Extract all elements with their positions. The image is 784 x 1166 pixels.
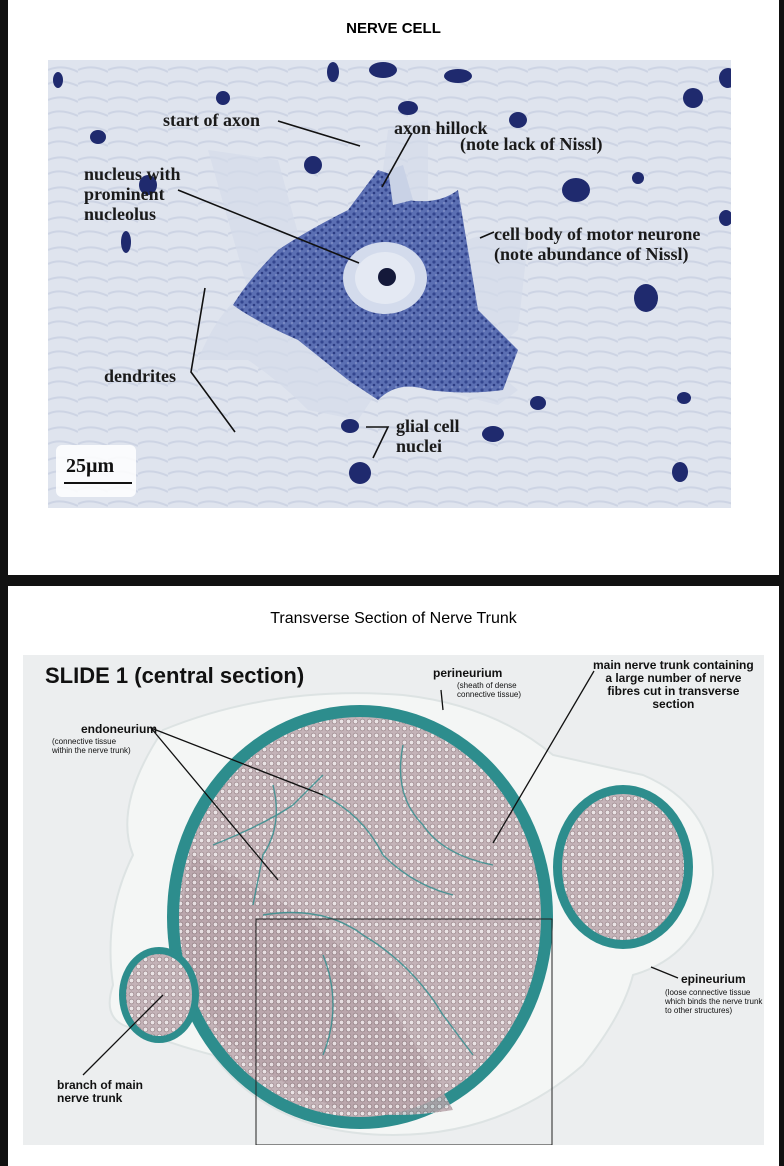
- nerve-trunk-micrograph: SLIDE 1 (central section) perineurium (s…: [23, 655, 764, 1145]
- label-dendrites: dendrites: [104, 366, 176, 386]
- scale-bar-line: [64, 482, 132, 484]
- scale-bar: 25µm: [56, 445, 136, 497]
- label-epineurium-note: (loose connective tissue which binds the…: [665, 988, 763, 1015]
- label-start-of-axon: start of axon: [163, 110, 260, 130]
- label-perineurium: perineurium: [433, 666, 503, 680]
- nerve-cell-panel: NERVE CELL: [8, 0, 779, 575]
- label-endoneurium: endoneurium: [81, 722, 158, 736]
- label-epineurium: epineurium: [681, 972, 746, 986]
- nerve-cell-micrograph: start of axon axon hillock (note lack of…: [48, 60, 731, 508]
- label-note-lack-of-nissl: (note lack of Nissl): [460, 134, 603, 154]
- nerve-trunk-panel: Transverse Section of Nerve Trunk: [8, 586, 779, 1166]
- label-perineurium-note: (sheath of dense connective tissue): [457, 681, 522, 699]
- label-nucleus: nucleus with prominent nucleolus: [84, 164, 181, 224]
- label-main-trunk: main nerve trunk containing a large numb…: [593, 658, 754, 711]
- nerve-trunk-title: Transverse Section of Nerve Trunk: [270, 610, 517, 627]
- nerve-cell-title: NERVE CELL: [346, 20, 441, 37]
- slide-title: SLIDE 1 (central section): [45, 663, 305, 688]
- label-axon-hillock: axon hillock: [394, 118, 488, 138]
- nerve-cell-image: [48, 60, 731, 508]
- label-branch: branch of main nerve trunk: [57, 1078, 144, 1105]
- label-note-abundance-of-nissl: (note abundance of Nissl): [494, 244, 689, 264]
- scale-bar-label: 25µm: [66, 455, 115, 477]
- label-glial-cell-nuclei: glial cell nuclei: [396, 416, 460, 456]
- label-cell-body: cell body of motor neurone: [494, 224, 701, 244]
- label-endoneurium-note: (connective tissue within the nerve trun…: [52, 737, 131, 755]
- nerve-trunk-image: [82, 670, 715, 1145]
